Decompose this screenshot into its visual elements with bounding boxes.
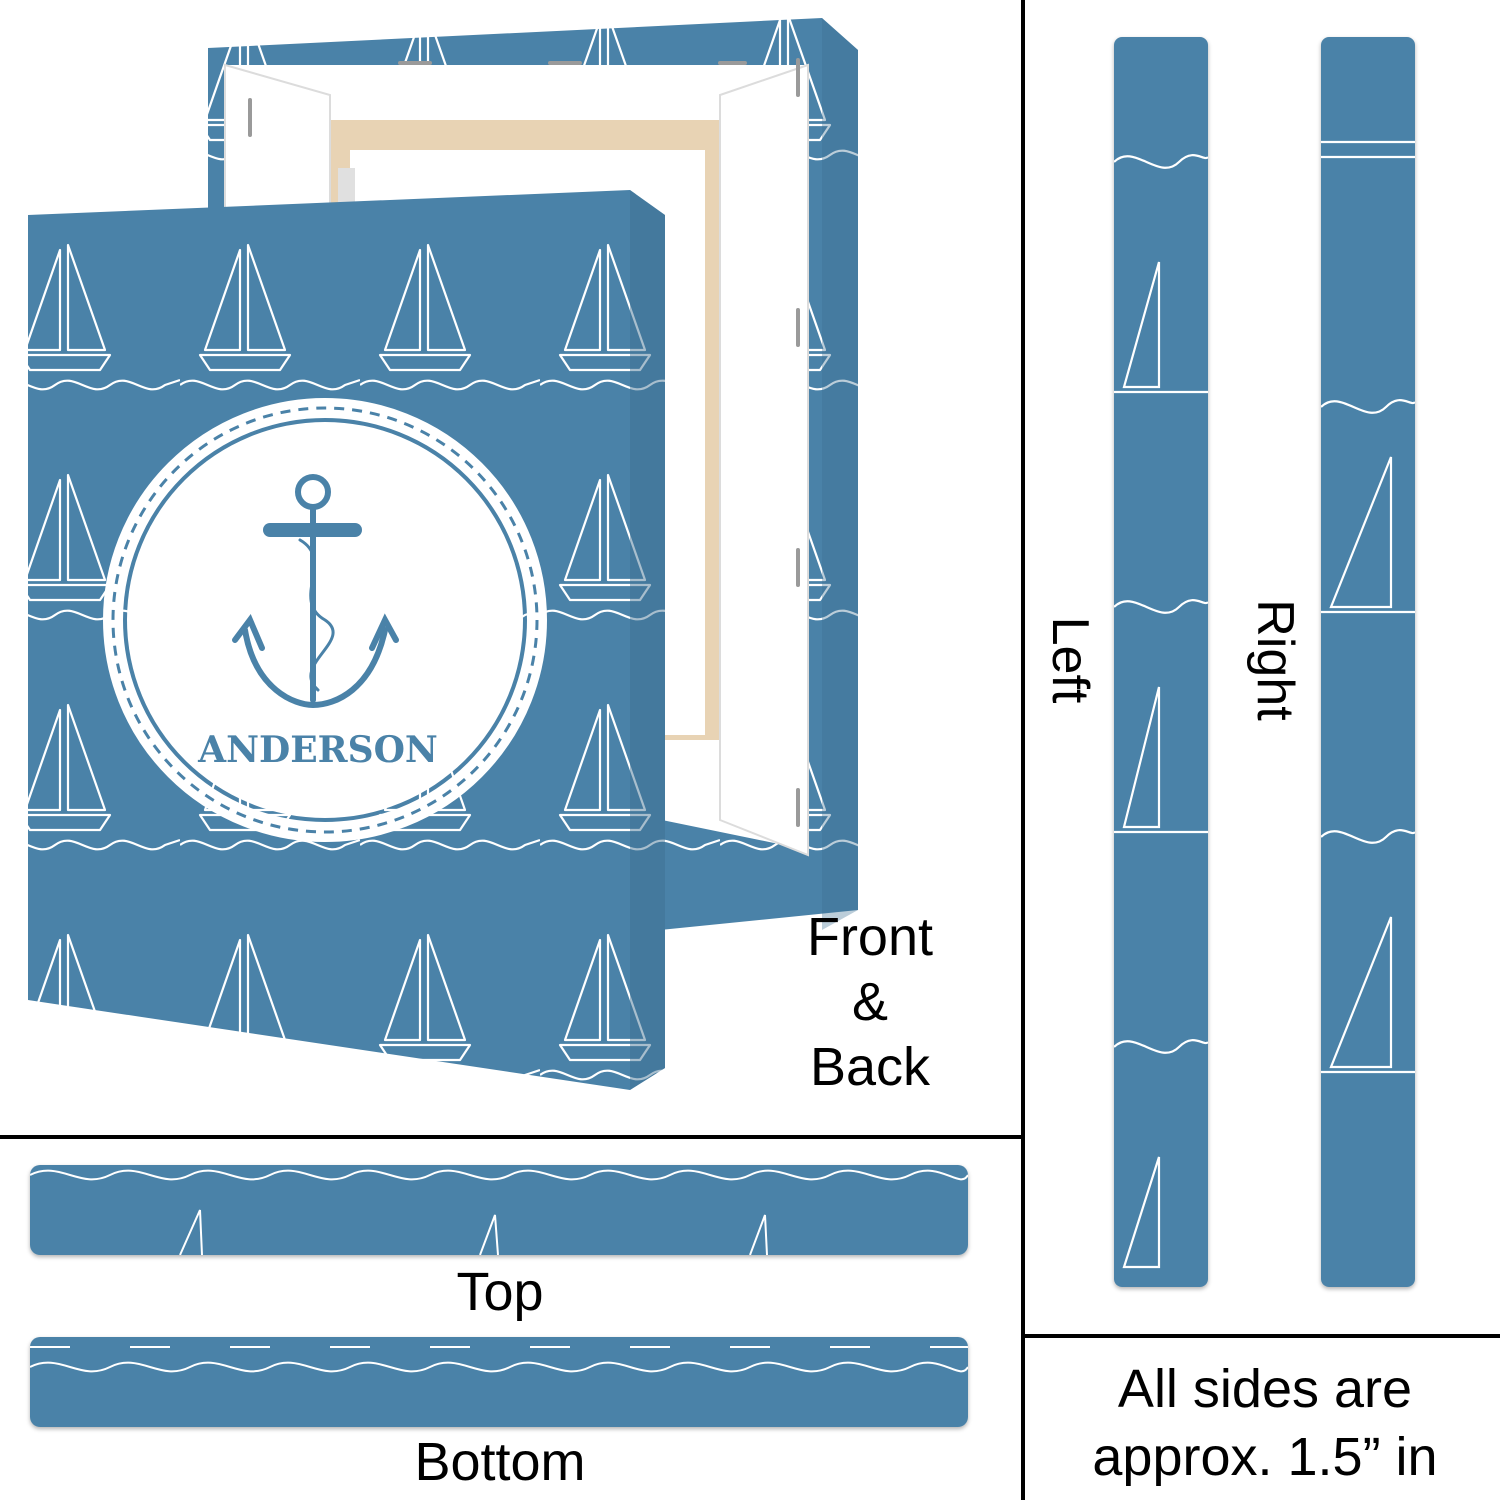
size-note-line1: All sides are xyxy=(1117,1359,1413,1419)
horizontal-divider-left xyxy=(0,1135,1023,1139)
top-strip xyxy=(30,1165,968,1255)
right-label: Right xyxy=(1246,599,1304,721)
left-strip xyxy=(1114,37,1208,1287)
top-label: Top xyxy=(456,1262,544,1322)
back-label: Back xyxy=(809,1037,931,1097)
front-label: Front xyxy=(806,907,934,967)
horizontal-divider-right xyxy=(1023,1334,1500,1338)
right-strip xyxy=(1321,37,1415,1287)
front-back-label: Front & Back xyxy=(790,905,950,1100)
bottom-label: Bottom xyxy=(414,1432,586,1492)
size-note-line2: approx. 1.5” in xyxy=(1092,1427,1438,1487)
left-label: Left xyxy=(1041,616,1099,704)
size-note: All sides are approx. 1.5” in xyxy=(1030,1355,1500,1491)
name-text: ANDERSON xyxy=(197,729,438,771)
bottom-strip xyxy=(30,1337,968,1427)
anchor-icon xyxy=(232,474,399,709)
front-canvas: ANDERSON xyxy=(28,190,665,1090)
vertical-divider xyxy=(1021,0,1025,1500)
canvas-illustration: ANDERSON xyxy=(28,18,858,1090)
ampersand-label: & xyxy=(851,972,889,1032)
